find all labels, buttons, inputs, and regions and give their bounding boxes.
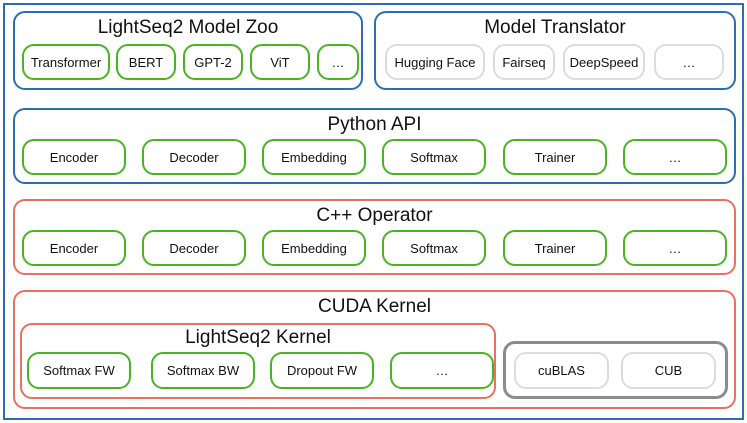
model-translator-title: Model Translator (484, 17, 626, 38)
model-zoo-group: LightSeq2 Model Zoo Transformer BERT GPT… (13, 11, 363, 90)
python-api-group: Python API Encoder Decoder Embedding Sof… (13, 108, 736, 184)
library-item-cublas: cuBLAS (514, 352, 609, 389)
python-api-title: Python API (327, 114, 422, 135)
model-zoo-item-transformer: Transformer (22, 44, 110, 80)
cpp-operator-group: C++ Operator Encoder Decoder Embedding S… (13, 199, 736, 275)
kernel-item-dropout-fw: Dropout FW (270, 352, 374, 389)
lightseq2-kernel-title: LightSeq2 Kernel (185, 327, 331, 348)
python-api-item-encoder: Encoder (22, 139, 126, 175)
cuda-kernel-group: CUDA Kernel LightSeq2 Kernel Softmax FW … (13, 290, 736, 409)
python-api-item-softmax: Softmax (382, 139, 486, 175)
python-api-item-more: … (623, 139, 727, 175)
library-item-cub: CUB (621, 352, 716, 389)
cpp-operator-item-trainer: Trainer (503, 230, 607, 266)
model-zoo-item-gpt2: GPT-2 (183, 44, 243, 80)
cpp-operator-item-encoder: Encoder (22, 230, 126, 266)
lightseq2-kernel-group: LightSeq2 Kernel Softmax FW Softmax BW D… (20, 323, 496, 399)
model-zoo-item-more: … (317, 44, 359, 80)
python-api-item-trainer: Trainer (503, 139, 607, 175)
translator-item-deepspeed: DeepSpeed (563, 44, 645, 80)
cpp-operator-item-embedding: Embedding (262, 230, 366, 266)
cuda-kernel-title: CUDA Kernel (318, 296, 431, 317)
libraries-group: cuBLAS CUB (503, 341, 728, 399)
python-api-item-decoder: Decoder (142, 139, 246, 175)
kernel-item-softmax-bw: Softmax BW (151, 352, 255, 389)
kernel-item-more: … (390, 352, 494, 389)
cpp-operator-item-more: … (623, 230, 727, 266)
translator-item-fairseq: Fairseq (493, 44, 555, 80)
model-zoo-item-vit: ViT (250, 44, 310, 80)
cpp-operator-title: C++ Operator (316, 205, 433, 226)
python-api-item-embedding: Embedding (262, 139, 366, 175)
model-zoo-title: LightSeq2 Model Zoo (97, 17, 279, 38)
model-translator-group: Model Translator Hugging Face Fairseq De… (374, 11, 736, 90)
kernel-item-softmax-fw: Softmax FW (27, 352, 131, 389)
translator-item-hugging-face: Hugging Face (385, 44, 485, 80)
cpp-operator-item-softmax: Softmax (382, 230, 486, 266)
translator-item-more: … (654, 44, 724, 80)
model-zoo-item-bert: BERT (116, 44, 176, 80)
cpp-operator-item-decoder: Decoder (142, 230, 246, 266)
